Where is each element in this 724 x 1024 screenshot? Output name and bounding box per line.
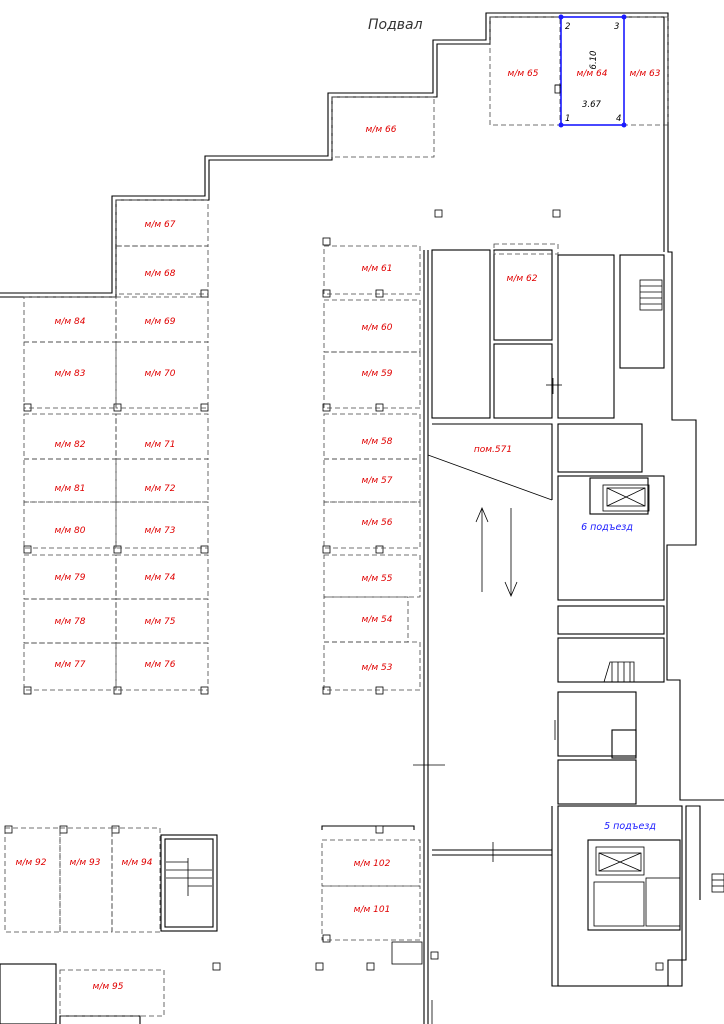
spot-label-75: м/м 75 <box>145 617 176 627</box>
vertex-3-label: 3 <box>614 22 619 32</box>
spot-label-69: м/м 69 <box>145 317 176 327</box>
vertex-1-label: 1 <box>565 114 570 124</box>
spot-label-94: м/м 94 <box>122 858 153 868</box>
spot-label-55: м/м 55 <box>362 574 393 584</box>
room-571-label: пом.571 <box>474 445 512 455</box>
spot-64-width: 6.10 <box>589 51 599 70</box>
right-rooms <box>427 249 724 987</box>
spot-label-93: м/м 93 <box>70 858 101 868</box>
plan-title: Подвал <box>368 17 423 33</box>
spot-label-65: м/м 65 <box>508 69 539 79</box>
spot-label-83: м/м 83 <box>55 369 86 379</box>
spot-label-76: м/м 76 <box>145 660 176 670</box>
entrance-6-label: 6 подъезд <box>581 522 633 533</box>
traffic-arrows <box>475 506 518 598</box>
spot-label-63: м/м 63 <box>630 69 661 79</box>
spot-label-59: м/м 59 <box>362 369 393 379</box>
spot-label-61: м/м 61 <box>362 264 393 274</box>
spot-64-length: 3.67 <box>582 100 602 110</box>
spot-label-78: м/м 78 <box>55 617 86 627</box>
spot-label-66: м/м 66 <box>366 125 397 135</box>
spot-label-92: м/м 92 <box>16 858 47 868</box>
stair-block <box>0 825 423 1024</box>
spot-label-64: м/м 64 <box>577 69 608 79</box>
spot-label-101: м/м 101 <box>354 905 391 915</box>
spot-label-95: м/м 95 <box>93 982 124 992</box>
spot-label-67: м/м 67 <box>145 220 176 230</box>
entrance-5-label: 5 подъезд <box>604 821 656 832</box>
spot-label-57: м/м 57 <box>362 476 393 486</box>
spot-label-58: м/м 58 <box>362 437 393 447</box>
spot-label-80: м/м 80 <box>55 526 86 536</box>
spot-label-73: м/м 73 <box>145 526 176 536</box>
spot-label-60: м/м 60 <box>362 323 393 333</box>
spot-label-56: м/м 56 <box>362 518 393 528</box>
spot-label-71: м/м 71 <box>145 440 176 450</box>
spot-label-70: м/м 70 <box>145 369 176 379</box>
vertex-4-label: 4 <box>616 114 621 124</box>
spot-label-62: м/м 62 <box>507 274 538 284</box>
spot-label-68: м/м 68 <box>145 269 176 279</box>
spot-label-84: м/м 84 <box>55 317 86 327</box>
spot-label-74: м/м 74 <box>145 573 176 583</box>
spot-label-54: м/м 54 <box>362 615 393 625</box>
selected-spot-64[interactable]: 2 3 1 4 6.10 3.67 <box>554 14 627 128</box>
parking-grid <box>4 16 669 1017</box>
spot-label-77: м/м 77 <box>55 660 86 670</box>
spot-label-81: м/м 81 <box>55 484 86 494</box>
spot-label-53: м/м 53 <box>362 663 393 673</box>
spot-label-102: м/м 102 <box>354 859 391 869</box>
corridor-walls <box>413 250 552 1024</box>
spot-label-72: м/м 72 <box>145 484 176 494</box>
spot-label-82: м/м 82 <box>55 440 86 450</box>
vertex-2-label: 2 <box>565 22 570 32</box>
spot-labels: м/м 65 м/м 64 м/м 63 м/м 66 м/м 67 м/м 6… <box>16 69 661 992</box>
spot-label-79: м/м 79 <box>55 573 86 583</box>
columns <box>4 209 664 971</box>
